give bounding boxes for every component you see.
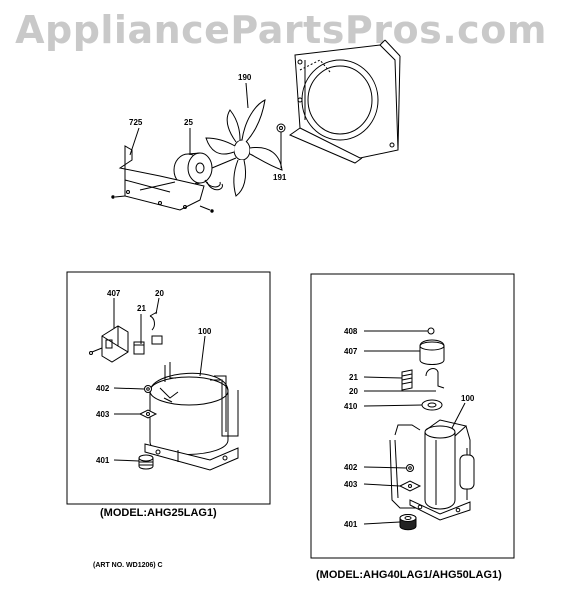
label-403: 403 xyxy=(344,480,358,489)
clip-402 xyxy=(144,385,152,393)
watermark: AppliancePartsPros.com xyxy=(15,8,547,52)
washer-403 xyxy=(138,409,158,419)
grommet-401 xyxy=(399,514,417,531)
nut-408 xyxy=(427,327,435,335)
overload-protector-407 xyxy=(89,325,129,363)
label-407: 407 xyxy=(107,289,121,298)
relay-21 xyxy=(401,369,413,391)
fan-blade xyxy=(205,99,283,197)
label-20: 20 xyxy=(349,387,358,396)
label-725: 725 xyxy=(129,118,143,127)
label-401: 401 xyxy=(96,456,110,465)
label-410: 410 xyxy=(344,402,358,411)
relay-21 xyxy=(133,341,145,355)
fan-shroud xyxy=(288,39,401,164)
overload-20 xyxy=(149,311,163,345)
label-403: 403 xyxy=(96,410,110,419)
compressor-100 xyxy=(144,362,239,471)
overload-20 xyxy=(425,368,445,389)
label-407: 407 xyxy=(344,347,358,356)
washer-403 xyxy=(398,480,422,492)
compressor-100 xyxy=(389,419,475,521)
fan-motor xyxy=(173,152,237,191)
label-21: 21 xyxy=(137,304,146,313)
label-25: 25 xyxy=(184,118,193,127)
label-190: 190 xyxy=(238,73,252,82)
right-panel-labels: 408 407 21 20 410 100 402 403 401 xyxy=(344,327,475,529)
clip-402 xyxy=(406,464,414,472)
left-panel-labels: 407 21 20 100 402 403 401 xyxy=(96,289,212,465)
label-100: 100 xyxy=(461,394,475,403)
motor-bracket xyxy=(111,145,214,213)
label-408: 408 xyxy=(344,327,358,336)
label-401: 401 xyxy=(344,520,358,529)
right-model-caption: (MODEL:AHG40LAG1/AHG50LAG1) xyxy=(316,569,502,581)
left-panel-frame xyxy=(66,271,271,505)
label-21: 21 xyxy=(349,373,358,382)
overload-protector-407 xyxy=(419,339,445,365)
art-number: (ART NO. WD1206) C xyxy=(93,562,163,569)
label-191: 191 xyxy=(273,173,287,182)
grommet-401 xyxy=(138,454,154,470)
gasket-410 xyxy=(421,399,443,411)
label-402: 402 xyxy=(96,384,110,393)
label-402: 402 xyxy=(344,463,358,472)
label-20: 20 xyxy=(155,289,164,298)
fan-assembly-labels: 725 25 190 191 xyxy=(129,73,287,182)
left-model-caption: (MODEL:AHG25LAG1) xyxy=(100,507,217,519)
label-100: 100 xyxy=(198,327,212,336)
right-panel-frame xyxy=(310,273,515,559)
